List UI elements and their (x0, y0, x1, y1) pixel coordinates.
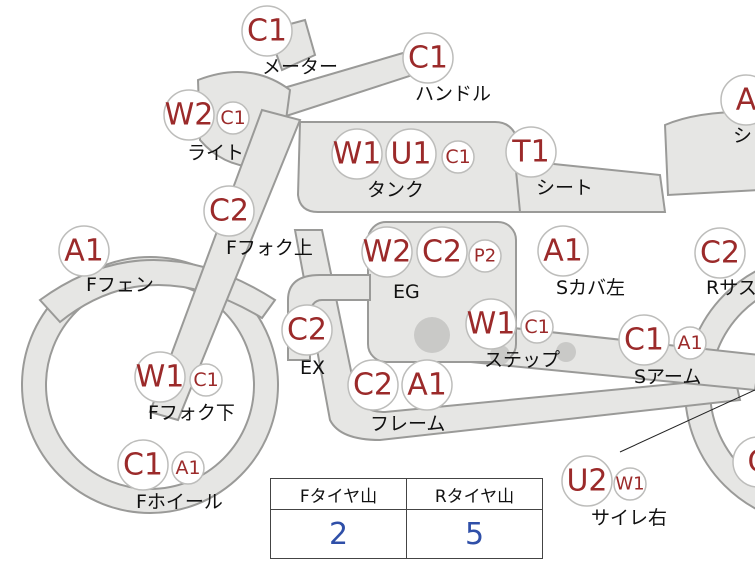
svg-text:A: A (736, 83, 755, 118)
label-fwheel: Fホイール (136, 491, 223, 513)
label-ffork-lower: Fフォク下 (148, 402, 235, 424)
step-peg-1 (490, 345, 510, 365)
badge-ffork-lower-1: W1 (134, 351, 186, 403)
svg-text:C2: C2 (209, 194, 249, 229)
label-muffler: サイレ右 (591, 507, 667, 529)
svg-text:C1: C1 (445, 146, 470, 168)
svg-text:C1: C1 (123, 448, 163, 483)
badge-sarm-2: A1 (673, 326, 707, 360)
svg-text:A1: A1 (407, 368, 447, 403)
svg-text:A1: A1 (64, 234, 104, 269)
svg-text:U1: U1 (390, 137, 431, 172)
svg-text:A1: A1 (175, 457, 200, 479)
front-tire-header: Fタイヤ山 (270, 478, 407, 510)
badge-eg-3: P2 (468, 239, 502, 273)
muffler-leader-line (619, 389, 755, 453)
label-ffork-upper: Fフォク上 (226, 237, 313, 259)
svg-text:C2: C2 (353, 368, 393, 403)
tire-table-value-row: 2 5 (270, 509, 543, 559)
badge-frame-1: C2 (347, 359, 399, 411)
label-rsus: Rサス (706, 277, 755, 299)
svg-text:C1: C1 (524, 316, 549, 338)
badge-scover: A1 (537, 225, 589, 277)
label-light: ライト (187, 142, 244, 164)
label-handle: ハンドル (415, 83, 491, 105)
badge-frame-2: A1 (401, 359, 453, 411)
badge-tank-1: W1 (331, 128, 383, 180)
svg-text:W1: W1 (136, 360, 185, 395)
svg-text:P2: P2 (474, 246, 496, 267)
badge-ffender: A1 (58, 225, 110, 277)
badge-tank-3: C1 (441, 140, 475, 174)
svg-text:W1: W1 (333, 137, 382, 172)
badge-muffler-1: U2 (561, 455, 613, 507)
label-ffender: Fフェン (86, 274, 154, 296)
svg-text:A1: A1 (677, 332, 702, 354)
label-seat: シート (536, 177, 593, 199)
label-eg: EG (393, 281, 420, 303)
rear-side-cover (663, 110, 755, 197)
svg-text:C1: C1 (624, 323, 664, 358)
svg-text:W1: W1 (615, 474, 644, 495)
svg-text:C1: C1 (247, 14, 287, 49)
badge-light-main: W2 (163, 89, 215, 141)
badge-ffork-lower-2: C1 (189, 363, 223, 397)
badge-ex: C2 (281, 304, 333, 356)
badge-tank-2: U1 (385, 128, 437, 180)
badge-eg-2: C2 (416, 226, 468, 278)
svg-text:T1: T1 (511, 135, 549, 170)
label-frame: フレーム (370, 413, 445, 435)
tire-table-header-row: Fタイヤ山 Rタイヤ山 (270, 478, 543, 510)
badge-meter: C1 (241, 5, 293, 57)
svg-text:W2: W2 (165, 98, 214, 133)
badge-step-2: C1 (520, 310, 554, 344)
label-meter: メーター (262, 56, 338, 78)
label-ex: EX (300, 357, 325, 379)
badge-eg-1: W2 (361, 226, 413, 278)
badge-handle: C1 (402, 32, 454, 84)
svg-text:C1: C1 (193, 369, 218, 391)
svg-text:C2: C2 (287, 313, 327, 348)
badge-rwheel: C (732, 436, 755, 488)
svg-text:W2: W2 (363, 235, 412, 270)
svg-text:C: C (748, 445, 755, 480)
front-tire-value: 2 (270, 509, 407, 559)
badge-step-1: W1 (465, 298, 517, 350)
engine-port (414, 317, 450, 353)
svg-text:W1: W1 (467, 307, 516, 342)
label-scover: Sカバ左 (556, 277, 625, 299)
seat (513, 158, 667, 213)
badge-rside: A (720, 74, 755, 126)
badge-fwheel-1: C1 (117, 439, 169, 491)
label-sarm: Sアーム (634, 366, 701, 388)
badge-fwheel-2: A1 (171, 451, 205, 485)
badge-rsus: C2 (694, 227, 746, 279)
rear-tire-header: Rタイヤ山 (406, 478, 543, 510)
badge-sarm-1: C1 (618, 314, 670, 366)
svg-text:U2: U2 (566, 464, 607, 499)
badge-light-sub: C1 (216, 101, 250, 135)
badge-muffler-2: W1 (613, 467, 647, 501)
front-fork (148, 108, 302, 422)
label-rside: シ (733, 125, 752, 147)
tire-tread-table: Fタイヤ山 Rタイヤ山 2 5 (270, 478, 543, 559)
svg-text:C1: C1 (220, 107, 245, 129)
rear-tire-value: 5 (406, 509, 543, 559)
label-step: ステップ (484, 349, 560, 371)
svg-text:C1: C1 (408, 41, 448, 76)
badge-seat: T1 (505, 126, 557, 178)
svg-text:A1: A1 (543, 234, 583, 269)
svg-text:C2: C2 (422, 235, 462, 270)
step-peg-2 (556, 342, 576, 362)
badge-ffork-upper: C2 (203, 185, 255, 237)
svg-text:C2: C2 (700, 236, 740, 271)
label-tank: タンク (367, 179, 424, 201)
